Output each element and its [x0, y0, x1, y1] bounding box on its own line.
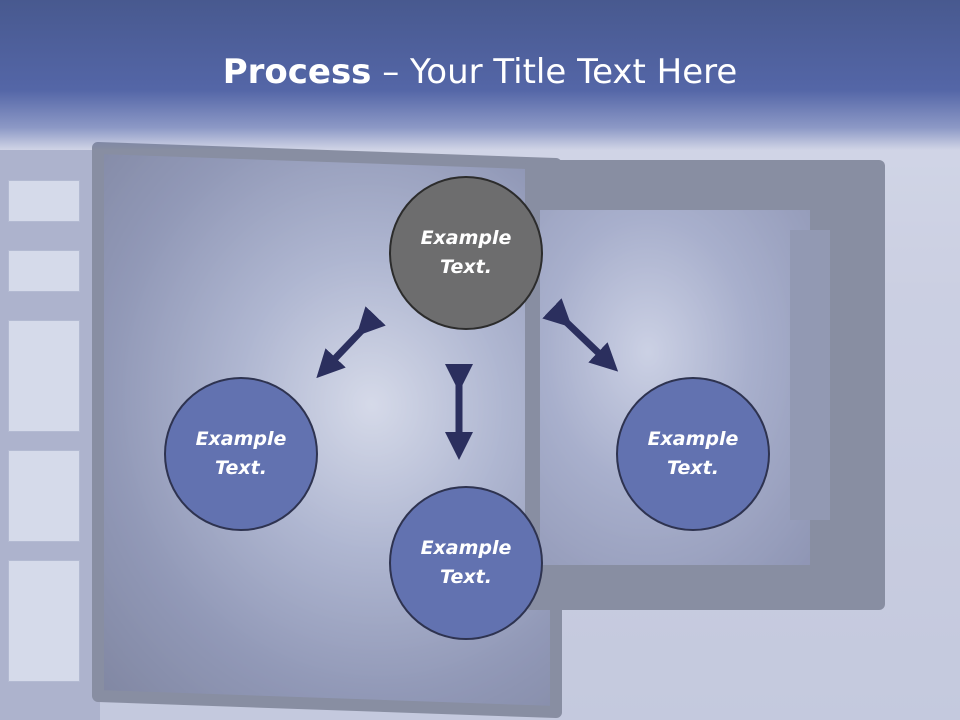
node-right-text: Example Text.: [647, 428, 739, 479]
node-top-text: Example Text.: [420, 227, 512, 278]
node-left-text: Example Text.: [195, 428, 287, 479]
title-bar: [0, 0, 960, 150]
arrow-top-left: [316, 306, 386, 379]
title-rest: – Your Title Text Here: [371, 52, 738, 92]
process-node-bottom[interactable]: Example Text.: [389, 486, 543, 640]
process-node-top[interactable]: Example Text.: [389, 176, 543, 330]
process-node-left[interactable]: Example Text.: [164, 377, 318, 531]
right-monitor-toolbar: [790, 230, 830, 520]
control-panel: [0, 150, 100, 720]
node-bottom-text: Example Text.: [420, 537, 512, 588]
process-node-right[interactable]: Example Text.: [616, 377, 770, 531]
page-title: Process – Your Title Text Here: [0, 52, 960, 92]
title-bold: Process: [222, 52, 372, 92]
arrow-top-right: [542, 298, 619, 372]
